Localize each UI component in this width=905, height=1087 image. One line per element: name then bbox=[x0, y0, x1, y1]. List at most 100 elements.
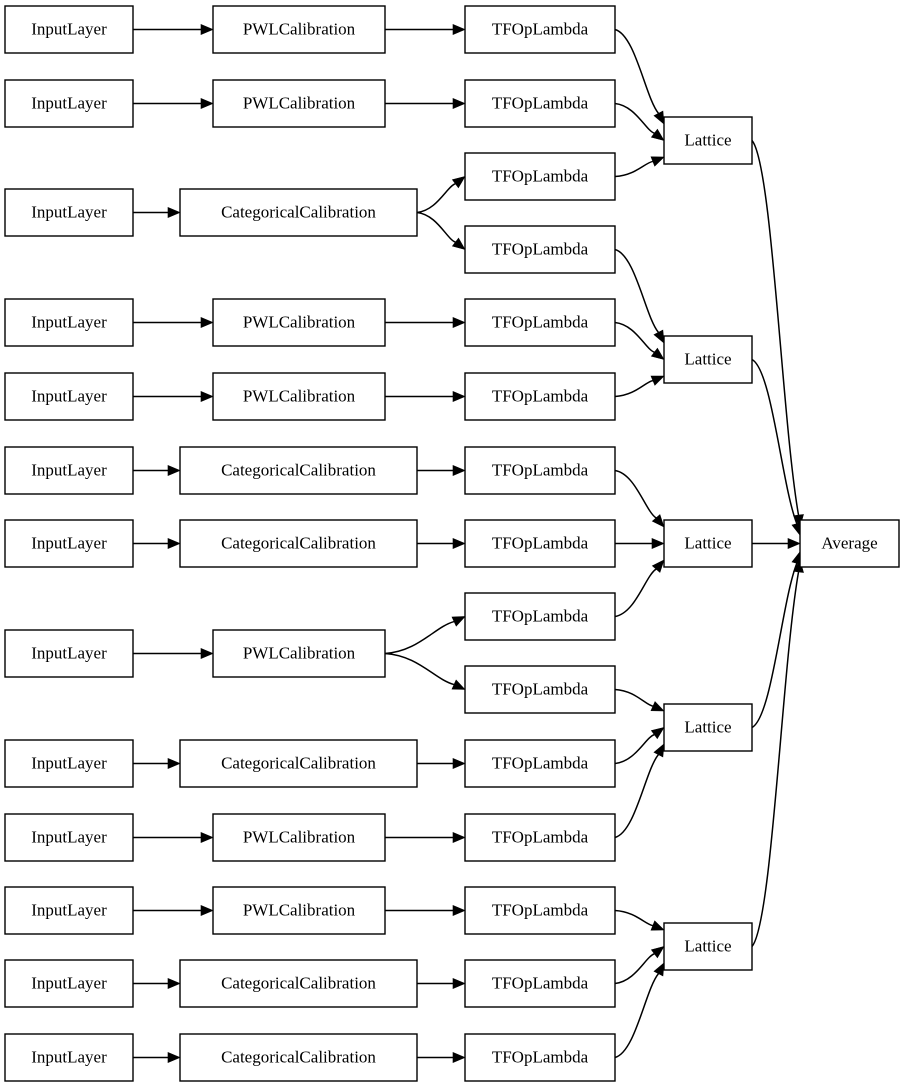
node-box[interactable] bbox=[464, 665, 616, 714]
node-in7[interactable]: InputLayer bbox=[4, 519, 134, 568]
node-cal1[interactable]: PWLCalibration bbox=[212, 5, 386, 54]
node-lat2[interactable]: Lattice bbox=[663, 335, 753, 384]
node-label-input-layer: InputLayer bbox=[31, 533, 107, 552]
node-lat5[interactable]: Lattice bbox=[663, 922, 753, 971]
node-box[interactable] bbox=[464, 813, 616, 862]
node-box[interactable] bbox=[464, 1033, 616, 1082]
node-box[interactable] bbox=[464, 79, 616, 128]
node-cal4[interactable]: PWLCalibration bbox=[212, 298, 386, 347]
node-box[interactable] bbox=[179, 519, 418, 568]
node-op8[interactable]: TFOpLambda bbox=[464, 519, 616, 568]
node-box[interactable] bbox=[799, 519, 900, 568]
node-op5[interactable]: TFOpLambda bbox=[464, 298, 616, 347]
node-cal9[interactable]: CategoricalCalibration bbox=[179, 739, 418, 788]
node-box[interactable] bbox=[464, 519, 616, 568]
node-op4[interactable]: TFOpLambda bbox=[464, 225, 616, 274]
node-box[interactable] bbox=[4, 739, 134, 788]
node-op15[interactable]: TFOpLambda bbox=[464, 1033, 616, 1082]
node-box[interactable] bbox=[179, 446, 418, 495]
node-box[interactable] bbox=[464, 886, 616, 935]
node-in6[interactable]: InputLayer bbox=[4, 446, 134, 495]
node-label-categorical-calibration: CategoricalCalibration bbox=[221, 533, 376, 552]
node-in2[interactable]: InputLayer bbox=[4, 79, 134, 128]
node-in3[interactable]: InputLayer bbox=[4, 188, 134, 237]
node-box[interactable] bbox=[179, 739, 418, 788]
node-cal11[interactable]: PWLCalibration bbox=[212, 886, 386, 935]
node-box[interactable] bbox=[464, 5, 616, 54]
node-op10[interactable]: TFOpLambda bbox=[464, 665, 616, 714]
node-lat3[interactable]: Lattice bbox=[663, 519, 753, 568]
node-cal2[interactable]: PWLCalibration bbox=[212, 79, 386, 128]
node-box[interactable] bbox=[4, 79, 134, 128]
node-box[interactable] bbox=[663, 116, 753, 165]
node-lat4[interactable]: Lattice bbox=[663, 703, 753, 752]
node-op7[interactable]: TFOpLambda bbox=[464, 446, 616, 495]
node-box[interactable] bbox=[179, 188, 418, 237]
node-box[interactable] bbox=[4, 886, 134, 935]
node-op14[interactable]: TFOpLambda bbox=[464, 959, 616, 1008]
node-op11[interactable]: TFOpLambda bbox=[464, 739, 616, 788]
node-cal7[interactable]: CategoricalCalibration bbox=[179, 519, 418, 568]
node-cal5[interactable]: PWLCalibration bbox=[212, 372, 386, 421]
node-op12[interactable]: TFOpLambda bbox=[464, 813, 616, 862]
node-box[interactable] bbox=[464, 372, 616, 421]
node-in10[interactable]: InputLayer bbox=[4, 813, 134, 862]
node-box[interactable] bbox=[464, 152, 616, 201]
node-in11[interactable]: InputLayer bbox=[4, 886, 134, 935]
node-box[interactable] bbox=[4, 519, 134, 568]
node-op13[interactable]: TFOpLambda bbox=[464, 886, 616, 935]
node-box[interactable] bbox=[663, 922, 753, 971]
node-box[interactable] bbox=[464, 225, 616, 274]
node-box[interactable] bbox=[4, 629, 134, 678]
node-box[interactable] bbox=[212, 5, 386, 54]
node-op2[interactable]: TFOpLambda bbox=[464, 79, 616, 128]
node-box[interactable] bbox=[663, 703, 753, 752]
node-box[interactable] bbox=[663, 335, 753, 384]
node-cal8[interactable]: PWLCalibration bbox=[212, 629, 386, 678]
node-in12[interactable]: InputLayer bbox=[4, 959, 134, 1008]
node-box[interactable] bbox=[4, 446, 134, 495]
node-in13[interactable]: InputLayer bbox=[4, 1033, 134, 1082]
node-box[interactable] bbox=[212, 372, 386, 421]
node-in1[interactable]: InputLayer bbox=[4, 5, 134, 54]
node-box[interactable] bbox=[464, 592, 616, 641]
node-in4[interactable]: InputLayer bbox=[4, 298, 134, 347]
node-cal3[interactable]: CategoricalCalibration bbox=[179, 188, 418, 237]
node-cal6[interactable]: CategoricalCalibration bbox=[179, 446, 418, 495]
node-box[interactable] bbox=[464, 959, 616, 1008]
node-box[interactable] bbox=[212, 79, 386, 128]
node-box[interactable] bbox=[663, 519, 753, 568]
node-cal12[interactable]: CategoricalCalibration bbox=[179, 959, 418, 1008]
node-box[interactable] bbox=[4, 959, 134, 1008]
node-box[interactable] bbox=[212, 298, 386, 347]
node-box[interactable] bbox=[4, 1033, 134, 1082]
edge-input-layer-to-categorical-calibration bbox=[133, 978, 181, 989]
node-in5[interactable]: InputLayer bbox=[4, 372, 134, 421]
node-cal10[interactable]: PWLCalibration bbox=[212, 813, 386, 862]
node-label-input-layer: InputLayer bbox=[31, 386, 107, 405]
edge-categorical-calibration-to-tfop-lambda bbox=[417, 978, 466, 989]
edge-tfop-lambda-to-lattice bbox=[614, 375, 665, 398]
node-box[interactable] bbox=[4, 813, 134, 862]
node-in8[interactable]: InputLayer bbox=[4, 629, 134, 678]
node-box[interactable] bbox=[4, 372, 134, 421]
node-box[interactable] bbox=[179, 959, 418, 1008]
node-box[interactable] bbox=[4, 298, 134, 347]
node-op6[interactable]: TFOpLambda bbox=[464, 372, 616, 421]
node-op1[interactable]: TFOpLambda bbox=[464, 5, 616, 54]
node-op9[interactable]: TFOpLambda bbox=[464, 592, 616, 641]
node-box[interactable] bbox=[4, 188, 134, 237]
node-cal13[interactable]: CategoricalCalibration bbox=[179, 1033, 418, 1082]
node-avg[interactable]: Average bbox=[799, 519, 900, 568]
node-box[interactable] bbox=[464, 739, 616, 788]
node-box[interactable] bbox=[212, 886, 386, 935]
node-box[interactable] bbox=[179, 1033, 418, 1082]
node-box[interactable] bbox=[464, 298, 616, 347]
node-in9[interactable]: InputLayer bbox=[4, 739, 134, 788]
node-box[interactable] bbox=[464, 446, 616, 495]
node-box[interactable] bbox=[212, 813, 386, 862]
node-op3[interactable]: TFOpLambda bbox=[464, 152, 616, 201]
node-lat1[interactable]: Lattice bbox=[663, 116, 753, 165]
node-box[interactable] bbox=[4, 5, 134, 54]
node-box[interactable] bbox=[212, 629, 386, 678]
